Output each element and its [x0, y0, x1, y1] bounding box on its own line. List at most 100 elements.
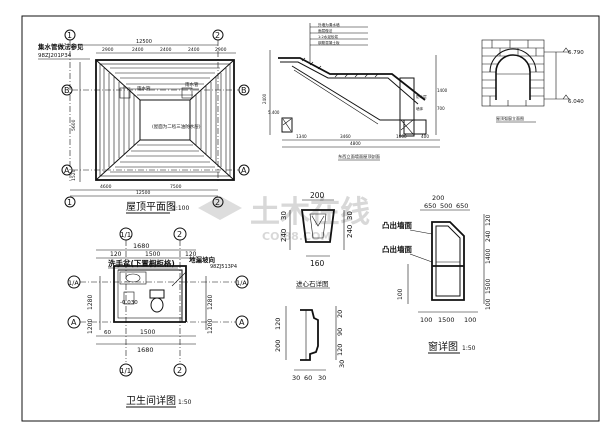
- roof-note-ref: 98ZJ201P34: [38, 53, 72, 59]
- eave-note-1: 面层做法: [318, 28, 333, 33]
- toilet-top-dim-1: 120: [110, 251, 122, 258]
- eave-dim-total: 4800: [350, 141, 361, 146]
- sill-dim-side-2: 240: [346, 225, 354, 238]
- roof-axis-2: 2: [215, 31, 220, 40]
- toilet-label-basin: 洗手盆(下置橱柜格): [108, 258, 175, 268]
- window-title: 窗详图: [428, 340, 458, 353]
- toilet-floor-level: -0.030: [120, 300, 138, 306]
- toilet-top-dim-0: 1680: [133, 242, 150, 250]
- roof-label-pipe-b: 雨水管: [185, 81, 199, 88]
- roof-seg-4: 2900: [215, 47, 227, 53]
- eave-note-3: 钢筋混凝土板: [318, 40, 340, 45]
- sheet-border: [21, 15, 600, 422]
- toilet-axis-top-2: 2: [177, 230, 182, 239]
- toilet-detail: 1/1 2 1680 120 1500 120 1/A A 1/A A 1280…: [67, 227, 249, 408]
- window-detail: 650 500 650 200 凸出墙面 凸出墙面 120 240 1400 1…: [382, 194, 492, 354]
- roof-left-dim-0: 5600: [71, 119, 77, 131]
- cornice-dim-left-0: 120: [274, 318, 282, 330]
- roof-seg-1: 2400: [132, 47, 144, 53]
- roof-axis-b-left: B: [64, 86, 70, 95]
- watermark-text: 土木在线: [250, 195, 370, 230]
- eave-height-0: 1400: [437, 88, 448, 93]
- eave-level-left: 5.400: [268, 110, 280, 115]
- toilet-top-dim-3: 120: [185, 251, 197, 258]
- window-dim-top-2: 650: [456, 202, 468, 210]
- window-frame: [431, 221, 465, 301]
- window-dim-top-0: 650: [424, 202, 436, 210]
- eave-title: 东西立面墙面屋顶剖面: [338, 153, 380, 160]
- sill-title: 进心石详图: [296, 279, 329, 288]
- window-dim-top-1: 500: [440, 202, 452, 210]
- roof-axis-b-right: B: [241, 86, 247, 95]
- window-dim-bottom-2: 100: [464, 316, 476, 324]
- toilet-left-dim-0: 1280: [87, 295, 94, 310]
- toilet-scale: 1:50: [178, 399, 192, 406]
- roof-title: 屋顶平面图: [126, 201, 176, 213]
- eave-note-2: 1:2水泥砂浆: [318, 34, 339, 39]
- roof-axis-1-bottom: 1: [67, 198, 72, 207]
- window-dim-right-0: 120: [485, 214, 492, 226]
- window-dim-right-2: 1400: [485, 249, 492, 264]
- window-dim-right-1: 240: [485, 230, 492, 242]
- cornice-dim-right-1: 90: [336, 328, 344, 336]
- eave-dim-1: 3460: [340, 134, 351, 139]
- roof-hatch-note: (屋面为二毡三油防水层): [152, 123, 201, 130]
- cornice-detail: 120 200 20 90 120 30 30 60 30: [274, 306, 346, 382]
- roof-label-pipe-a: 雨水管: [137, 85, 151, 92]
- roof-axis-a-right: A: [241, 166, 247, 175]
- roof-plan: 1 2 12500 2900 2400 2400 2400 2900 集水管做法…: [37, 29, 250, 214]
- roof-left-dim-1: 1520: [71, 169, 77, 181]
- window-label-upper: 凸出墙面: [382, 220, 412, 230]
- cornice-dim-left-1: 200: [274, 340, 282, 352]
- window-dim-top2: 200: [432, 194, 444, 202]
- toilet-axis-left-1a: 1/A: [68, 279, 79, 287]
- roof-seg-3: 2400: [188, 47, 200, 53]
- toilet-axis-left-a: A: [71, 318, 77, 327]
- toilet-axis-right-a: A: [239, 318, 245, 327]
- cornice-dim-right-0: 20: [336, 310, 344, 318]
- round-level-top: 6.790: [568, 50, 584, 56]
- toilet-right-dim-0: 1280: [207, 295, 214, 310]
- roof-seg-0: 2900: [102, 47, 114, 53]
- cornice-dim-right-2: 120: [336, 344, 344, 356]
- roof-note: 集水管做法参见: [37, 42, 84, 51]
- roof-hatch: [103, 67, 227, 173]
- toilet-ref: 98ZJ513P4: [210, 264, 237, 270]
- roof-bottom-dim-0: 4600: [100, 184, 112, 190]
- window-dim-right-4: 100: [485, 298, 492, 310]
- cornice-dim-bottom-1: 60: [304, 374, 312, 382]
- window-dim-bottom-0: 100: [420, 316, 432, 324]
- window-label-lower: 凸出墙面: [382, 244, 412, 254]
- toilet-bottom-dim-0: 1500: [140, 329, 155, 336]
- watermark: 土木在线 COI88.COM: [198, 195, 370, 243]
- eave-dim-2: 1600: [396, 134, 407, 139]
- round-window-detail: 6.790 6.040 屋顶弧窗立面图: [481, 39, 584, 123]
- roof-outline: [95, 59, 235, 181]
- sill-dim-side-0: 30: [280, 211, 288, 220]
- toilet-axis-top-1: 1/1: [120, 231, 131, 239]
- round-level-bottom: 6.040: [568, 99, 584, 105]
- toilet-axis-bottom-1: 1/1: [120, 367, 131, 375]
- toilet-title: 卫生间详图: [126, 394, 176, 407]
- toilet-bottom-dim-2: 1680: [137, 346, 154, 354]
- eave-dim-0: 1340: [296, 134, 307, 139]
- toilet-right-dim-1: 1200: [207, 319, 214, 334]
- window-dim-left: 100: [397, 288, 404, 300]
- cornice-dim-bottom-2: 30: [318, 374, 326, 382]
- toilet-bottom-dim-1: 60: [104, 330, 111, 336]
- eave-note-0: 外墙为清水墙: [318, 22, 340, 27]
- sill-dim-bottom: 160: [310, 259, 325, 268]
- round-window-title: 屋顶弧窗立面图: [496, 115, 524, 121]
- toilet-top-dim-2: 1500: [145, 251, 160, 258]
- eave-notes: 外墙为清水墙 面层做法 1:2水泥砂浆 钢筋混凝土板: [309, 22, 368, 62]
- roof-bottom-overall: 12500: [136, 190, 150, 196]
- window-dim-bottom-1: 1500: [438, 316, 455, 324]
- roof-seg-2: 2400: [160, 47, 172, 53]
- eave-height-1: 700: [437, 106, 445, 111]
- window-dim-right-3: 1500: [485, 279, 492, 294]
- watermark-sub: COI88.COM: [262, 230, 331, 243]
- toilet-left-dim-1: 1200: [87, 319, 94, 334]
- eave-note-5: 墙体: [416, 106, 424, 111]
